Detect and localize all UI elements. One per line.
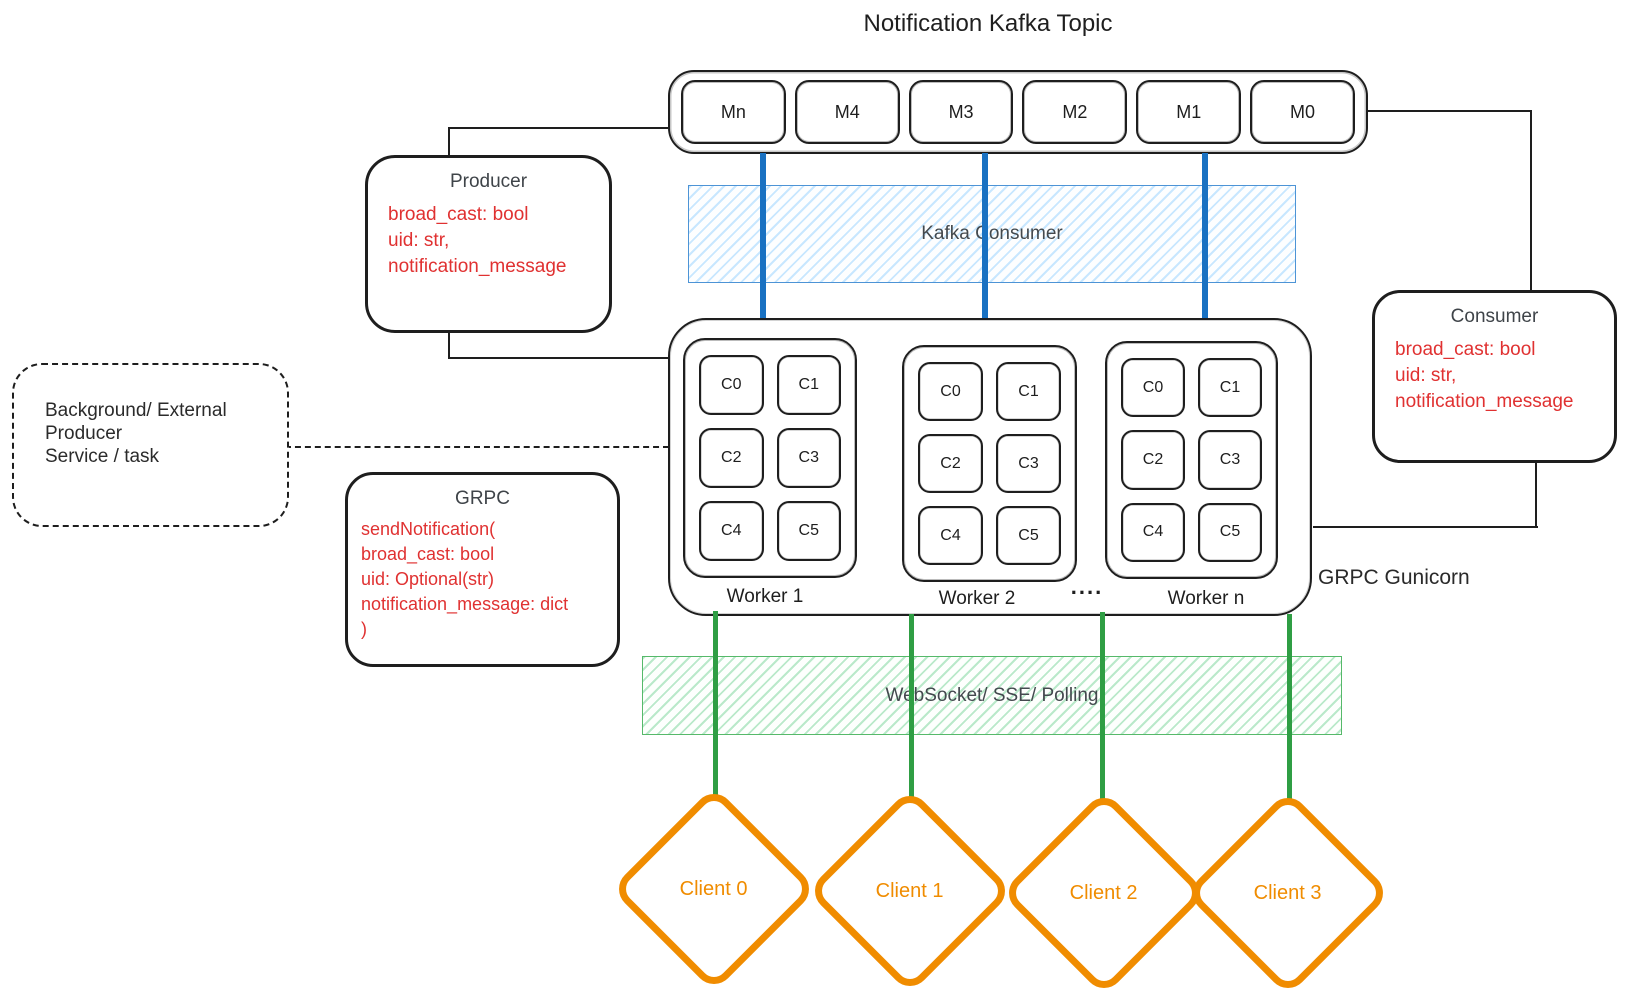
client-0-diamond[interactable]: Client 0 <box>610 785 818 993</box>
client-1-label: Client 1 <box>876 879 944 902</box>
worker-1-cell-c1[interactable]: C1 <box>776 355 841 415</box>
message-box-m0[interactable]: M0 <box>1250 80 1355 144</box>
connector-consumer-gunicorn-horizontal <box>1313 526 1538 528</box>
worker-2-cell-c3[interactable]: C3 <box>996 434 1061 493</box>
producer-title: Producer <box>449 171 528 192</box>
worker-1-label: Worker 1 <box>726 586 804 607</box>
client-link-green-1 <box>713 611 718 801</box>
producer-node[interactable]: Producer broad_cast: bool uid: str, noti… <box>365 155 612 333</box>
worker-2-box[interactable]: C0 C1 C2 C3 C4 C5 <box>902 345 1077 582</box>
kafka-link-blue-1 <box>760 153 766 341</box>
consumer-node[interactable]: Consumer broad_cast: bool uid: str, noti… <box>1372 290 1617 463</box>
client-3-label: Client 3 <box>1254 881 1322 904</box>
grpc-code-text: sendNotification( broad_cast: bool uid: … <box>361 519 569 639</box>
worker-n-cell-c1[interactable]: C1 <box>1198 358 1262 418</box>
worker-n-box[interactable]: C0 C1 C2 C3 C4 C5 <box>1105 341 1278 579</box>
connector-topic-producer-horizontal <box>449 127 668 129</box>
connector-topic-consumer-vertical <box>1530 110 1532 291</box>
connector-producer-gunicorn-horizontal <box>448 357 669 359</box>
consumer-title: Consumer <box>1450 306 1539 327</box>
client-2-diamond[interactable]: Client 2 <box>1000 789 1208 997</box>
worker-1-cell-c4[interactable]: C4 <box>699 501 764 561</box>
worker-n-cell-c3[interactable]: C3 <box>1198 430 1262 490</box>
websocket-label: WebSocket/ SSE/ Polling <box>885 684 1099 706</box>
grpc-node[interactable]: GRPC sendNotification( broad_cast: bool … <box>345 472 620 667</box>
worker-1-cell-c2[interactable]: C2 <box>699 428 764 488</box>
worker-n-cell-c2[interactable]: C2 <box>1121 430 1185 490</box>
worker-n-cell-c0[interactable]: C0 <box>1121 358 1185 418</box>
consumer-code-text: broad_cast: bool uid: str, notification_… <box>1395 339 1574 412</box>
message-box-m2[interactable]: M2 <box>1022 80 1128 144</box>
grpc-gunicorn-label: GRPC Gunicorn <box>1318 566 1470 589</box>
worker-n-cell-c5[interactable]: C5 <box>1198 502 1262 562</box>
worker-1-cell-c5[interactable]: C5 <box>776 501 841 561</box>
worker-ellipsis-dots: .... <box>1070 574 1104 599</box>
message-box-m3[interactable]: M3 <box>908 80 1014 144</box>
grpc-title: GRPC <box>455 488 510 509</box>
websocket-sse-polling-bar[interactable]: WebSocket/ SSE/ Polling <box>642 656 1342 735</box>
worker-n-label: Worker n <box>1167 588 1245 609</box>
worker-2-label: Worker 2 <box>938 588 1016 609</box>
worker-2-cell-c5[interactable]: C5 <box>996 506 1061 565</box>
worker-2-cell-c1[interactable]: C1 <box>996 362 1061 421</box>
connector-topic-consumer-horizontal <box>1368 110 1531 112</box>
connector-topic-producer-vertical <box>448 127 450 156</box>
worker-2-cell-c2[interactable]: C2 <box>918 434 983 493</box>
message-box-m1[interactable]: M1 <box>1136 80 1242 144</box>
client-link-green-3 <box>1100 612 1105 805</box>
client-1-diamond[interactable]: Client 1 <box>806 787 1014 995</box>
kafka-consumer-label: Kafka Consumer <box>921 223 1063 244</box>
connector-background-producer-dashed <box>285 446 669 448</box>
kafka-link-blue-2 <box>982 153 988 346</box>
client-link-green-2 <box>909 614 914 802</box>
client-0-label: Client 0 <box>680 877 748 900</box>
worker-1-box[interactable]: C0 C1 C2 C3 C4 C5 <box>683 338 857 578</box>
client-3-diamond[interactable]: Client 3 <box>1184 789 1392 997</box>
worker-2-cell-c0[interactable]: C0 <box>918 362 983 421</box>
worker-1-cell-c0[interactable]: C0 <box>699 355 764 415</box>
kafka-topic-container[interactable]: Mn M4 M3 M2 M1 M0 <box>668 70 1368 154</box>
producer-code-text: broad_cast: bool uid: str, notification_… <box>388 204 567 277</box>
background-producer-node[interactable]: Background/ External Producer Service / … <box>12 363 289 527</box>
message-box-mn[interactable]: Mn <box>681 80 786 144</box>
background-producer-text: Background/ External Producer Service / … <box>45 400 227 467</box>
kafka-link-blue-3 <box>1202 153 1208 347</box>
client-2-label: Client 2 <box>1070 881 1138 904</box>
message-box-m4[interactable]: M4 <box>794 80 900 144</box>
worker-1-cell-c3[interactable]: C3 <box>776 428 841 488</box>
connector-producer-gunicorn-vertical <box>448 332 450 359</box>
worker-2-cell-c4[interactable]: C4 <box>918 506 983 565</box>
connector-consumer-gunicorn-vertical <box>1535 462 1537 528</box>
kafka-consumer-bar[interactable]: Kafka Consumer <box>688 185 1296 283</box>
client-link-green-4 <box>1287 614 1292 805</box>
worker-n-cell-c4[interactable]: C4 <box>1121 502 1185 562</box>
diagram-title: Notification Kafka Topic <box>863 10 1113 37</box>
